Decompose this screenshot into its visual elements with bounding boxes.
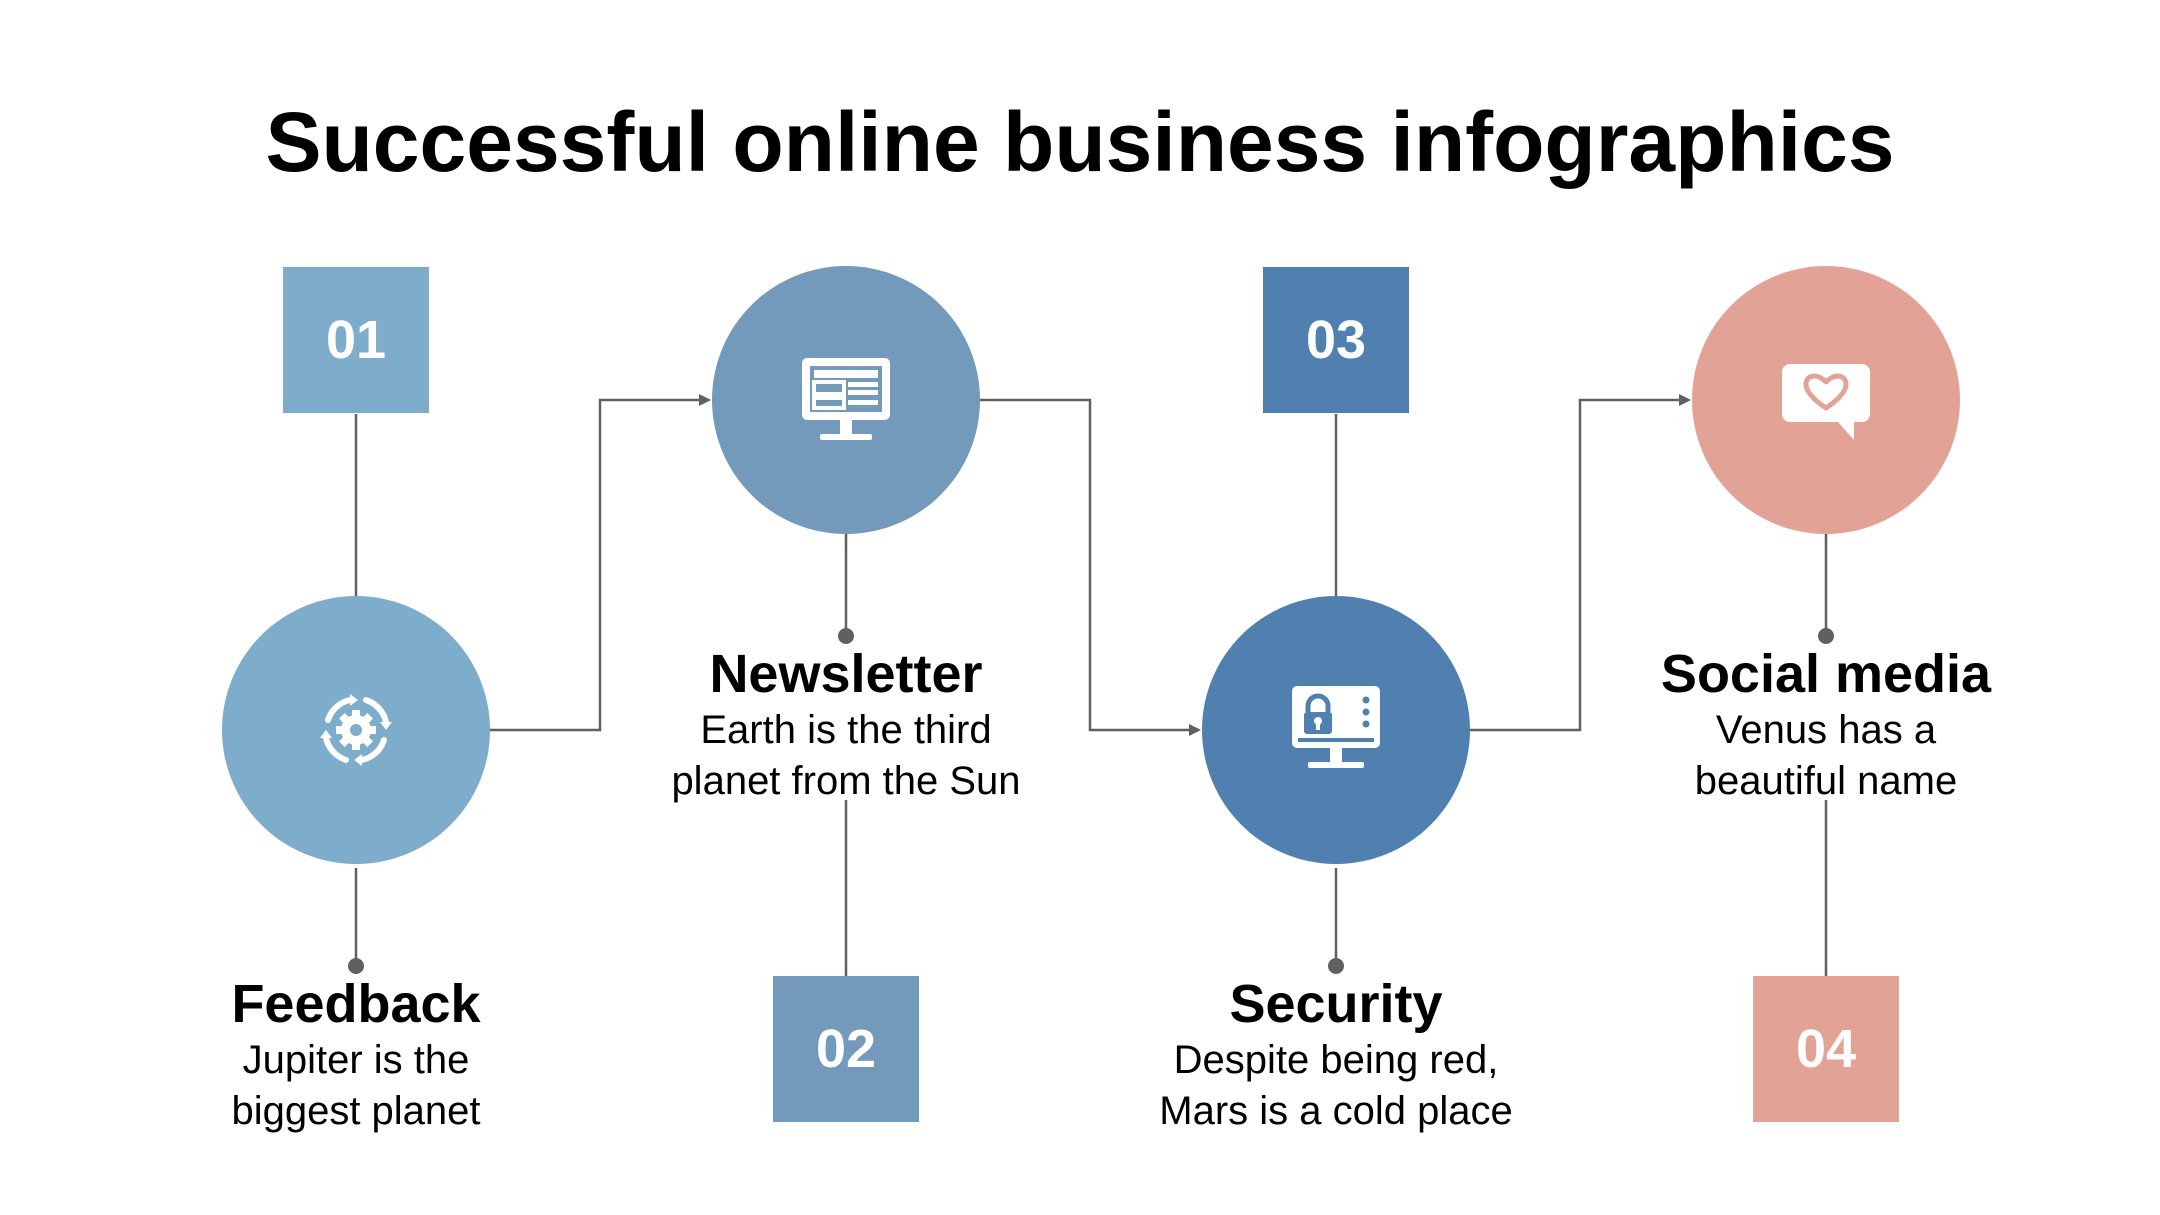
step-name: Feedback (231, 974, 481, 1034)
step-label-newsletter: Newsletter Earth is the third planet fro… (616, 643, 1076, 807)
step-desc-line2: beautiful name (1694, 759, 1958, 803)
step-desc-line1: Jupiter is the (242, 1038, 470, 1082)
step-desc-line2: planet from the Sun (671, 759, 1021, 803)
gear-cycle-icon (320, 694, 392, 766)
step-number-02: 02 (773, 976, 919, 1122)
step-name: Security (1229, 974, 1443, 1034)
step-desc-line1: Despite being red, (1173, 1038, 1499, 1082)
dot-04 (1818, 628, 1834, 644)
step-desc-line1: Venus has a (1715, 708, 1937, 752)
dot-02 (838, 628, 854, 644)
step-label-security: Security Despite being red, Mars is a co… (1106, 973, 1566, 1137)
monitor-lock-icon (1292, 686, 1380, 768)
step-number-01: 01 (283, 267, 429, 413)
step-circle-social-media (1692, 266, 1960, 534)
step-desc-line2: Mars is a cold place (1159, 1089, 1513, 1133)
monitor-newsletter-icon (802, 358, 890, 440)
flow-arrow-3-to-4 (1470, 394, 1691, 732)
flow-arrow-2-to-3 (980, 398, 1201, 736)
dot-01 (348, 958, 364, 974)
step-label-social-media: Social media Venus has a beautiful name (1596, 643, 2056, 807)
step-name: Social media (1660, 644, 1992, 704)
step-desc-line1: Earth is the third (700, 708, 992, 752)
step-desc-line2: biggest planet (231, 1089, 481, 1133)
step-circle-security (1202, 596, 1470, 864)
flow-arrow-1-to-2 (490, 394, 711, 732)
step-label-feedback: Feedback Jupiter is the biggest planet (126, 973, 586, 1137)
step-number-03: 03 (1263, 267, 1409, 413)
step-circle-newsletter (712, 266, 980, 534)
step-circle-feedback (222, 596, 490, 864)
page-title: Successful online business infographics (265, 95, 1895, 189)
dot-03 (1328, 958, 1344, 974)
step-name: Newsletter (709, 644, 983, 704)
step-number-04: 04 (1753, 976, 1899, 1122)
chat-heart-icon (1782, 364, 1870, 440)
